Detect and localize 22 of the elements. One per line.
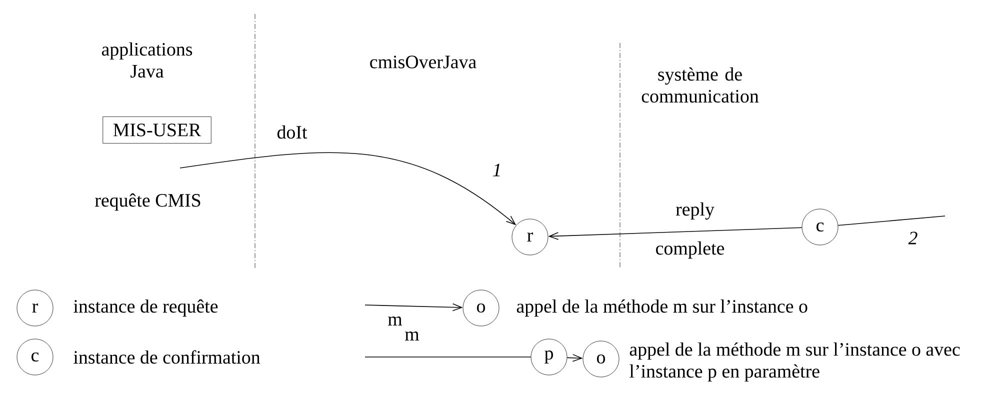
label-text: requête CMIS [95,193,200,211]
edge-label: reply [674,201,716,221]
legend-text: instance de confirmation [74,350,260,364]
arrow [566,354,583,362]
arrow [364,303,463,312]
label-text: système de communication [642,67,759,103]
class-box: MIS-USER [102,116,212,144]
label-text: applications Java [102,42,192,78]
step-number: 1 [492,164,500,176]
legend-text: instance de requête [74,299,218,317]
label-text: cmisOverJava [370,56,476,68]
edge-label: doIt [276,124,308,140]
edge-label: 2 [907,230,919,246]
legend-text: appel de la méthode m sur l’instance o avec l’instance p en paramètre [630,342,960,382]
arrow [548,227,802,240]
label-text: complete [656,241,724,259]
connector-line [364,356,532,358]
connector-line [838,216,946,226]
edge-label: m [386,316,404,326]
arrow [180,152,516,226]
legend-text: appel de la méthode m sur l’instance o [516,299,808,317]
edge-label: m [404,330,420,342]
